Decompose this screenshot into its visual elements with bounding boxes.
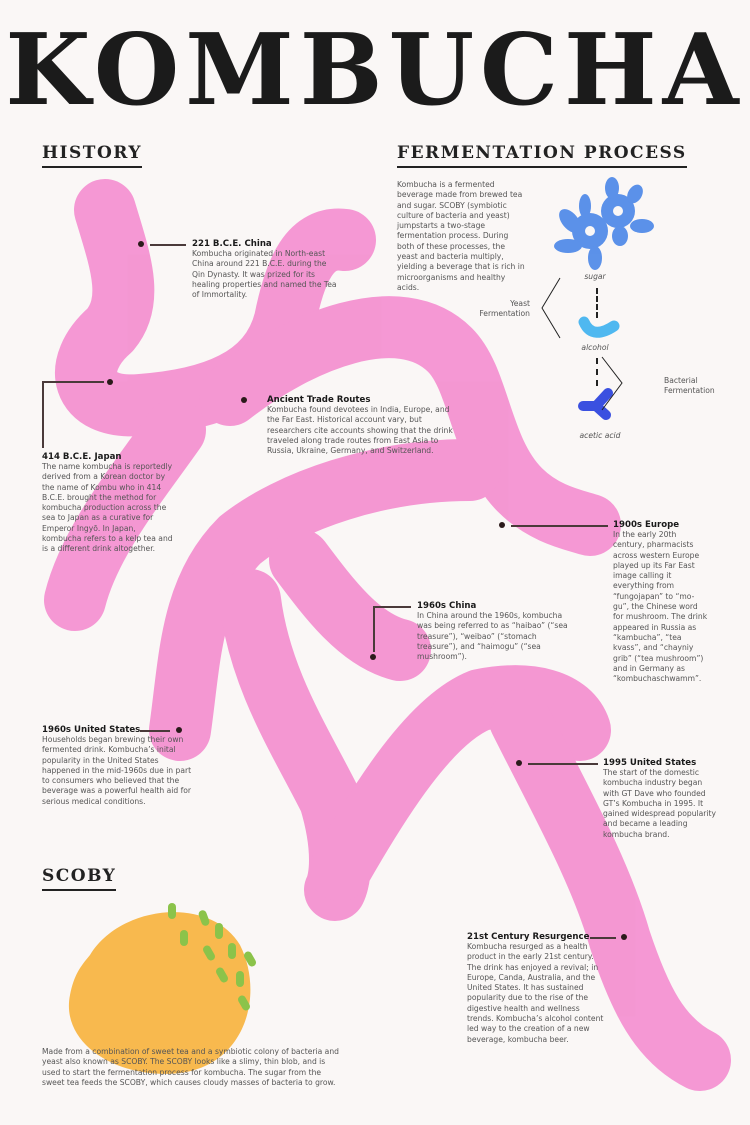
event-title: 1900s Europe — [613, 520, 680, 530]
stage-acetic-acid-label: acetic acid — [579, 431, 621, 440]
connector-line — [140, 730, 170, 732]
stage-alcohol-label: alcohol — [581, 343, 609, 352]
timeline-dot — [621, 934, 627, 940]
event-title: 21st Century Resurgence — [467, 932, 590, 942]
event-text: Households began brewing their own ferme… — [42, 735, 192, 806]
event-title: Ancient Trade Routes — [267, 395, 371, 405]
scoby-heading: SCOBY — [42, 866, 117, 891]
connector-line — [373, 606, 411, 608]
timeline-dot — [241, 397, 247, 403]
poster-title: KOMBUCHA — [5, 13, 745, 128]
event-text: Kombucha found devotees in India, Europe… — [267, 405, 453, 456]
timeline-dot — [176, 727, 182, 733]
timeline-dot — [499, 522, 505, 528]
history-heading: HISTORY — [42, 143, 142, 168]
connector-line — [590, 937, 616, 939]
event-text: The start of the domestic kombucha indus… — [603, 768, 716, 839]
connector-line — [528, 763, 598, 765]
event-text: Kombucha originated in North-east China … — [192, 249, 337, 300]
event-title: 1960s United States — [42, 725, 141, 735]
timeline-dot — [107, 379, 113, 385]
connector-line — [42, 381, 44, 448]
dashed-connector — [596, 288, 598, 318]
fermentation-intro: Kombucha is a fermented beverage made fr… — [397, 180, 525, 292]
event-text: In the early 20th century, pharmacists a… — [613, 530, 708, 684]
connector-line — [373, 606, 375, 652]
connector-line — [42, 381, 104, 383]
scoby-illustration — [68, 903, 256, 1074]
event-title: 1960s China — [417, 601, 477, 611]
event-text: In China around the 1960s, kombucha was … — [417, 611, 568, 662]
event-title: 1995 United States — [603, 758, 697, 768]
event-title: 221 B.C.E. China — [192, 239, 272, 249]
alcohol-molecule-icon — [578, 316, 620, 338]
acetic-acid-molecule-icon — [578, 388, 613, 420]
timeline-dot — [370, 654, 376, 660]
connector-line — [150, 244, 186, 246]
event-text: Kombucha resurged as a health product in… — [467, 942, 604, 1044]
event-text: The name kombucha is reportedly derived … — [42, 462, 173, 554]
sugar-molecule-icon — [554, 177, 654, 270]
timeline-dot — [138, 241, 144, 247]
yeast-fermentation-label: Yeast Fermentation — [479, 299, 530, 319]
event-title: 414 B.C.E. Japan — [42, 452, 122, 462]
fermentation-heading: FERMENTATION PROCESS — [397, 143, 687, 168]
timeline-dot — [516, 760, 522, 766]
scoby-description: Made from a combination of sweet tea and… — [42, 1047, 339, 1087]
stage-sugar-label: sugar — [584, 272, 606, 281]
bacterial-fermentation-label: Bacterial Fermentation — [664, 376, 715, 396]
dashed-connector — [596, 358, 598, 386]
connector-line — [511, 525, 608, 527]
fermentation-brackets — [541, 277, 623, 411]
